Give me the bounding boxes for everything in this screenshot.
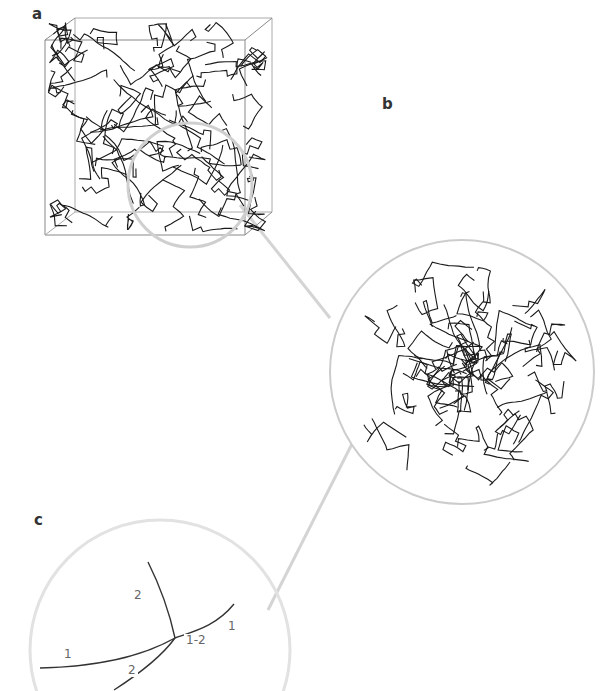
dislocation-segment xyxy=(387,305,405,346)
zoom-circle xyxy=(330,240,594,504)
dislocation-segment xyxy=(51,70,107,93)
dislocation-segment xyxy=(519,380,554,443)
dislocation-segment xyxy=(408,331,453,368)
dislocation-segment xyxy=(79,147,100,179)
dislocation-segment xyxy=(188,96,227,126)
dislocation-segment xyxy=(411,363,468,391)
panel-letter: c xyxy=(32,512,45,529)
dislocation-segment xyxy=(498,426,522,452)
dislocation-segment xyxy=(477,268,490,303)
dislocation-segment xyxy=(503,321,537,344)
dislocation-segment xyxy=(528,372,564,398)
dislocation-segment xyxy=(466,462,510,485)
zoom-circle xyxy=(30,520,290,691)
dislocation-segment xyxy=(49,24,70,47)
callout-number: 1 xyxy=(62,648,74,661)
dislocation-segment xyxy=(449,353,478,387)
dislocation-segment xyxy=(101,110,158,130)
dislocation-segment xyxy=(239,58,267,87)
dislocation-segment xyxy=(82,120,118,172)
dislocation-segment xyxy=(250,48,265,70)
dislocation-segment xyxy=(495,311,534,352)
dislocation-line xyxy=(114,638,175,690)
dislocation-segment xyxy=(413,262,475,286)
dislocation-segment xyxy=(148,24,173,70)
dislocation-segment xyxy=(475,302,494,361)
dislocation-segment xyxy=(48,67,71,91)
dislocation-segment xyxy=(245,197,266,231)
panel-letter: a xyxy=(30,6,44,23)
dislocation-segment xyxy=(164,156,241,165)
dislocation-network xyxy=(364,262,576,485)
dislocation-segment xyxy=(205,61,266,70)
dislocation-segment xyxy=(391,356,422,415)
dislocation-segment xyxy=(118,86,140,114)
dislocation-segment xyxy=(550,332,576,365)
callout-number: 2 xyxy=(126,664,138,677)
dislocation-segment xyxy=(365,316,396,343)
zoom-guide xyxy=(240,205,330,318)
dislocation-segment xyxy=(233,94,263,129)
dislocation-segment xyxy=(63,205,113,227)
dislocation-line xyxy=(148,562,175,638)
dislocation-segment xyxy=(103,109,123,154)
dislocation-segment xyxy=(497,392,555,414)
dislocation-segment xyxy=(149,24,166,52)
dislocation-segment xyxy=(455,354,504,395)
dislocation-segment xyxy=(458,274,489,310)
dislocation-segment xyxy=(50,200,72,226)
dislocation-segment xyxy=(158,25,196,46)
dislocation-segment xyxy=(188,42,216,101)
dislocation-segment xyxy=(242,138,262,169)
dislocation-segment xyxy=(428,372,461,426)
dislocation-segment xyxy=(523,310,552,367)
dislocation-segment xyxy=(73,34,135,71)
zoom-circle xyxy=(128,123,252,247)
callout-number: 1-2 xyxy=(184,634,208,647)
dislocation-segment xyxy=(199,192,248,217)
dislocation-segment xyxy=(525,345,554,371)
dislocation-line xyxy=(40,638,175,668)
dislocation-segment xyxy=(114,80,177,124)
dislocation-segment xyxy=(150,59,174,87)
dislocation-junction xyxy=(40,562,234,690)
dislocation-segment xyxy=(409,359,464,404)
dislocation-segment xyxy=(443,424,466,455)
dislocation-segment xyxy=(159,46,191,78)
dislocation-network xyxy=(48,23,267,232)
callout-number: 1 xyxy=(226,620,238,633)
dislocation-segment xyxy=(178,116,211,149)
dislocation-segment xyxy=(512,289,545,313)
dislocation-segment xyxy=(61,38,84,62)
dislocation-segment xyxy=(414,346,482,365)
dislocation-segment xyxy=(458,426,489,450)
dislocation-segment xyxy=(486,340,531,384)
dislocation-segment xyxy=(395,393,416,413)
dislocation-segment xyxy=(190,168,206,218)
dislocation-segment xyxy=(484,434,529,462)
dislocation-segment xyxy=(495,409,520,434)
dislocation-segment xyxy=(63,100,95,144)
cube-outline xyxy=(45,18,272,235)
dislocation-segment xyxy=(141,165,181,211)
dislocation-segment xyxy=(146,109,176,157)
panel-letter: b xyxy=(380,96,395,113)
callout-number: 2 xyxy=(132,589,144,602)
dislocation-segment xyxy=(364,422,406,442)
zoom-guide xyxy=(268,432,358,610)
dislocation-segment xyxy=(202,157,230,196)
dislocation-segment xyxy=(414,278,438,315)
dislocation-segment xyxy=(90,29,117,50)
dislocation-segment xyxy=(163,180,185,232)
